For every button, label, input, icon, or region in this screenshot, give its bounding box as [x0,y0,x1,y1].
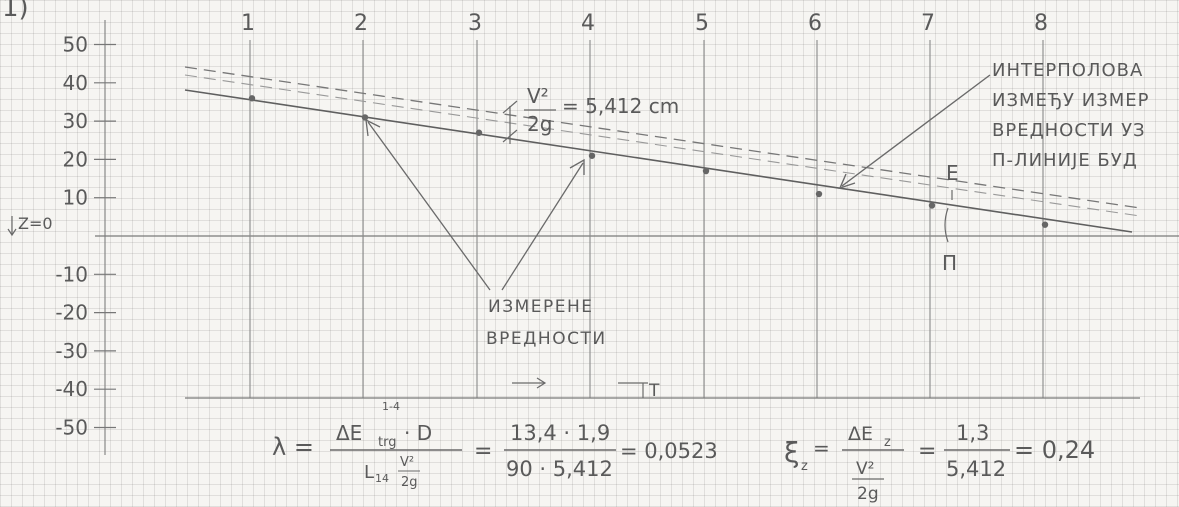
measured-point [815,190,823,198]
t-label: T [648,381,660,401]
y-tick-label: 30 [63,109,88,133]
vh-numerator: V² [527,84,549,108]
xi-eq: = [918,439,936,464]
measured-point [1041,221,1049,228]
xi-num2: 1,3 [956,421,989,445]
lambda-num-tail: · D [404,421,432,445]
xi-den-num: V² [856,459,874,479]
lambda-num-sub: trg [378,435,396,450]
xi-den-den: 2g [857,484,879,504]
z-label: Z=0 [18,214,53,233]
measured-point [928,202,936,209]
vh-value: = 5,412 cm [562,94,679,118]
y-tick-label: 50 [63,33,88,57]
note-line-4: П-ЛИНИЈЕ БУД [992,150,1138,171]
stations: 1 2 3 4 5 6 7 8 [241,11,1048,398]
station-label: 6 [808,11,822,36]
p-bracket [944,207,949,243]
p-label: П [942,251,957,275]
xi-result: = 0,24 [1014,436,1095,464]
station-label: 1 [241,11,255,36]
lambda-num: ΔE [336,421,362,445]
station-label: 5 [695,11,709,36]
lambda-den-frac-den: 2g [401,475,418,490]
flow-arrow [512,377,547,389]
velocity-head-annotation: V² 2g = 5,412 cm [502,84,679,144]
measured-point [475,129,483,136]
station-label: 8 [1034,11,1048,36]
measured-label-line-1: ИЗМЕРЕНЕ [488,297,594,317]
xi-num-sub: z [884,435,891,450]
y-ticks: 50 40 30 20 10 -10 -20 -30 -40 -50 [55,33,116,440]
y-tick-label: -20 [55,301,88,325]
station-label: 3 [468,11,482,36]
section-label: 1) [2,0,29,23]
note-line-3: ВРЕДНОСТИ УЗ [992,120,1146,141]
interpolation-note: ИНТЕРПОЛОВА ИЗМЕЂУ ИЗМЕР ВРЕДНОСТИ УЗ П-… [838,60,1150,190]
vh-denominator: 2g [527,112,552,136]
measured-label-line-2: ВРЕДНОСТИ [486,329,607,349]
y-tick-label: -50 [55,416,88,440]
y-tick-label: 40 [63,71,88,95]
z-label-group: Z=0 [7,214,53,237]
y-tick-label: -40 [55,377,88,401]
lambda-den-sub: 14 [375,472,389,485]
xi-lhs-sub: z [801,459,808,474]
xi-lhs: ξ [784,436,800,469]
energy-line-dashed [184,66,1141,209]
y-tick-label: -10 [55,262,88,286]
measured-points [248,95,1049,228]
measured-point [248,95,256,102]
lambda-num2: 13,4 · 1,9 [510,421,610,445]
note-line-1: ИНТЕРПОЛОВА [992,60,1143,81]
xi-den2: 5,412 [946,457,1006,481]
y-tick-label: 10 [63,186,88,210]
lambda-lhs: λ = [272,433,314,461]
lambda-result: = 0,0523 [620,439,718,463]
lambda-den: L [364,462,374,483]
y-tick-label: -30 [55,339,88,363]
station-label: 2 [354,11,368,36]
measured-point [588,152,596,159]
y-tick-label: 20 [63,147,88,171]
measured-point [702,167,710,175]
xi-num: ΔE [848,423,873,445]
measured-label-group: ИЗМЕРЕНЕ ВРЕДНОСТИ [365,118,607,349]
energy-line-dashed-2 [184,74,1141,217]
e-label: E [946,161,959,185]
formula-xi: ξ z = ΔE z V² 2g = 1,3 5,412 = 0,24 [784,421,1095,504]
piezometric-line [184,89,1133,233]
station-label: 4 [581,11,595,36]
lambda-den-frac-num: V² [400,455,414,470]
lambda-num-sup: 1-4 [382,400,400,413]
formula-lambda: λ = ΔE 1-4 trg · D L 14 V² 2g = 13,4 · 1… [272,400,718,490]
measured-point [361,114,369,121]
xi-eq0: = [813,436,830,460]
lambda-den2: 90 · 5,412 [506,457,613,481]
note-line-2: ИЗМЕЂУ ИЗМЕР [992,90,1150,111]
lambda-eq: = [474,439,492,464]
station-label: 7 [921,11,935,36]
